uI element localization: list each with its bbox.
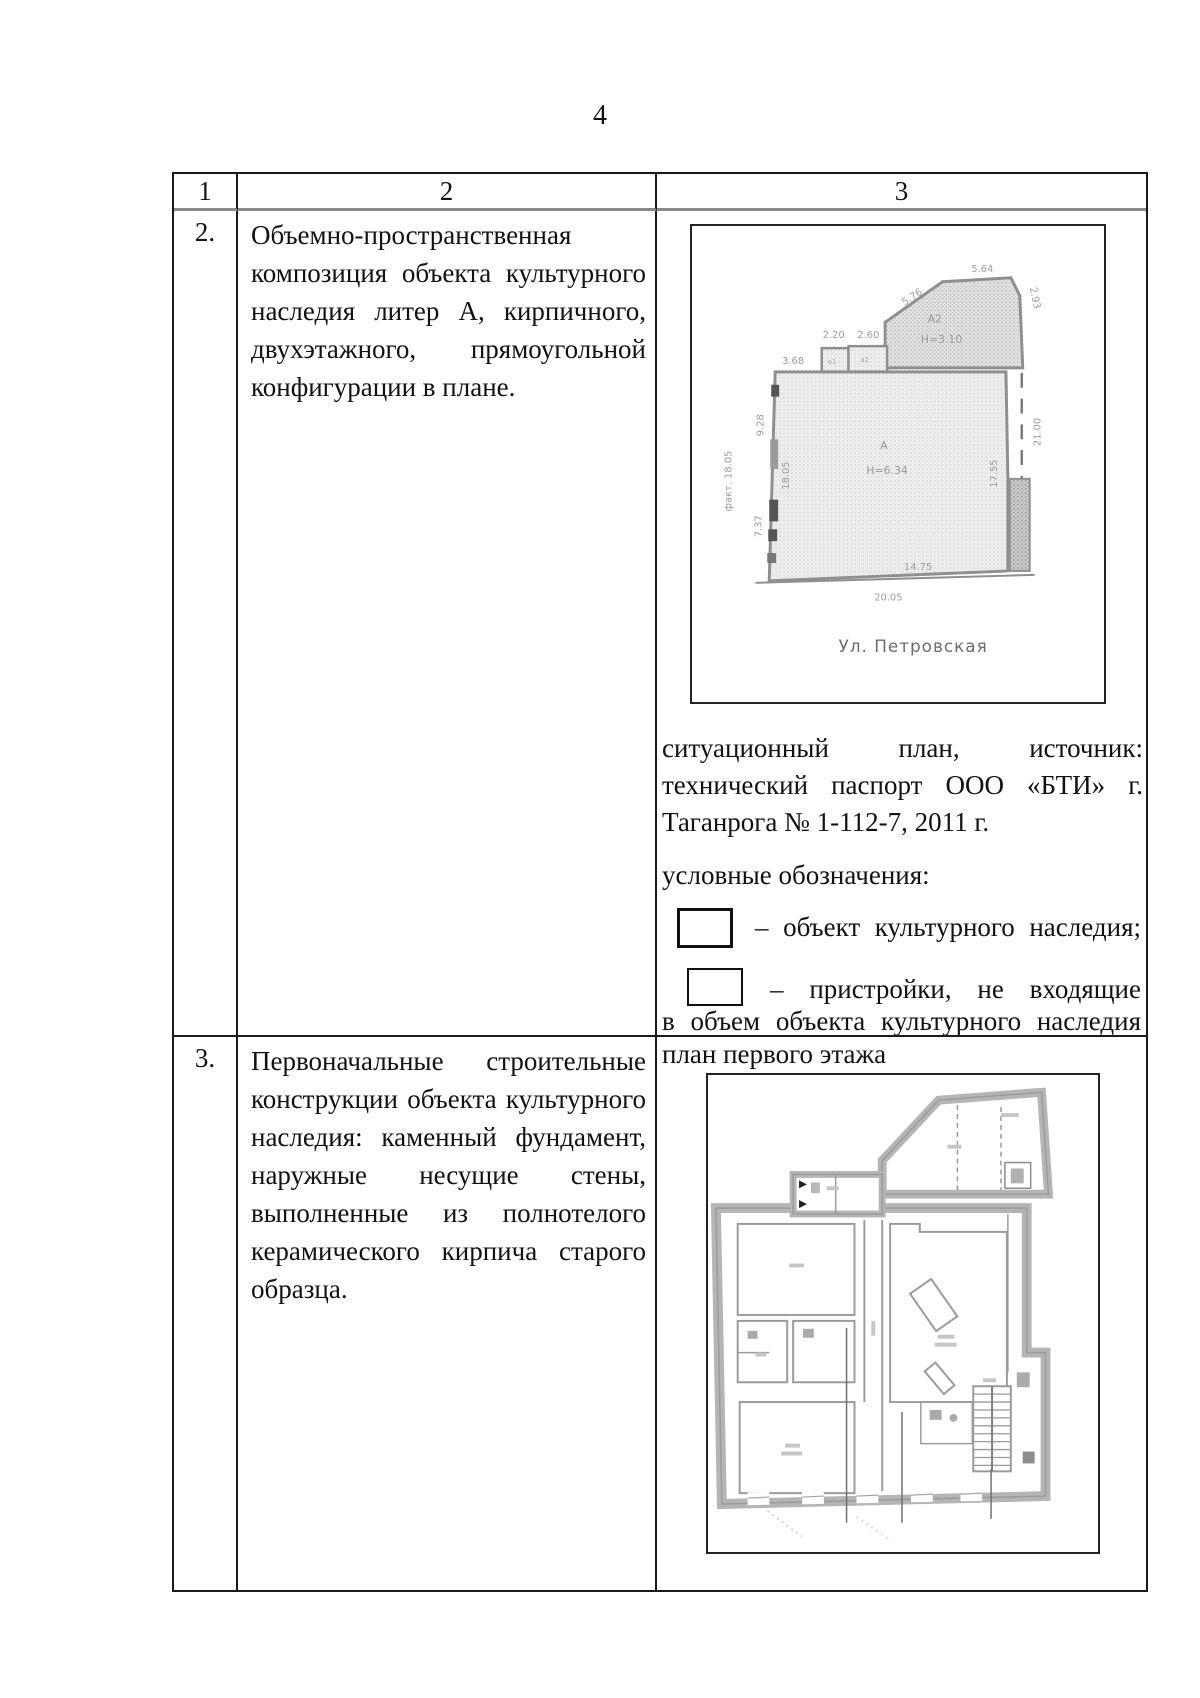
dim-left3: 7.37 [753,515,764,537]
floor-plan-figure [706,1073,1100,1554]
dim-right-top: 2.93 [1027,286,1042,310]
site-plan-caption: ситуационный план, источник: технический… [662,733,1143,837]
row3-figure-cell: план первого этажа [657,1037,1146,1590]
legend-item-annex-line2: в объем объекта культурного наследия [662,1006,1141,1036]
dim-box1: 2.20 [823,330,845,341]
site-plan-figure: 5.64 5.76 2.93 2.20 2.60 3.68 9.28 факт.… [690,224,1106,704]
dim-top: 5.64 [971,264,993,275]
main-building-height: Н=6.34 [866,464,908,477]
document-table: 1 2 3 2. Объемно-пространственная композ… [172,172,1148,1592]
site-plan-drawing: 5.64 5.76 2.93 2.20 2.60 3.68 9.28 факт.… [724,264,1044,656]
annex-letter: А2 [928,312,942,325]
row2-description-cell: Объемно-пространственная композиция объе… [238,211,657,1037]
row3-description-cell: Первоначальные строительные конструкции … [238,1037,657,1590]
main-building-letter: А [880,439,888,452]
dim-boundary: 21.00 [1033,418,1044,446]
dim-left2: 18.05 [781,461,792,489]
dim-left-fact: факт. 18.05 [724,451,735,512]
legend-swatch-heritage [677,908,733,948]
row2-figure-cell: 5.64 5.76 2.93 2.20 2.60 3.68 9.28 факт.… [657,211,1146,1037]
row3-number: 3. [174,1037,238,1590]
row2-description: Объемно-пространственная композиция объе… [251,220,646,402]
dim-box2: 2.60 [857,330,879,341]
legend-swatch-annex [687,968,743,1006]
row2-number: 2. [174,211,238,1037]
floor-plan-title: план первого этажа [662,1039,887,1069]
row3-description: Первоначальные строительные конструкции … [251,1046,646,1304]
legend-title: условные обозначения: [662,860,930,890]
dim-bottom-outer: 20.05 [874,593,902,604]
annex-height: Н=3.10 [921,333,963,346]
site-plan-annex-outline [883,276,1025,370]
table-header-col1: 1 [174,174,238,211]
svg-text:a1: a1 [828,358,837,366]
dim-left1: 9.28 [755,414,766,436]
dim-right-side: 17.55 [989,459,1000,487]
svg-text:a2: a2 [860,356,869,364]
table-header-col3: 3 [657,174,1146,211]
page-number: 4 [593,100,607,131]
dim-bottom-inner: 14.75 [904,562,932,573]
dim-left-box: 3.68 [782,356,804,367]
site-plan-main-building-outline [767,370,1010,583]
floor-plan-drawing [710,1087,1054,1542]
table-header-col2: 2 [238,174,657,211]
street-label: Ул. Петровская [839,636,988,656]
legend-item-heritage: – объект культурного наследия; [755,912,1141,942]
legend-item-annex-line1: – пристройки, не входящие [770,974,1141,1004]
